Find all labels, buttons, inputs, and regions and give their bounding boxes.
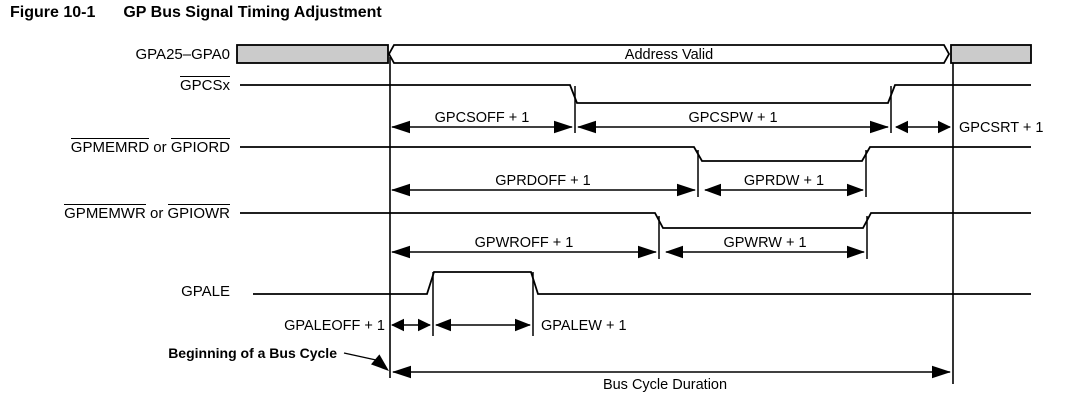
bus_cycle_duration-arrowhead-right [932, 365, 951, 379]
bus_cycle_duration-label: Bus Cycle Duration [603, 377, 727, 393]
address-bus-valid [387, 44, 951, 64]
signal-label-segment: GPALE [181, 283, 230, 300]
gprdoff-arrowhead-right [677, 183, 696, 197]
address-bus-invalid-right [950, 44, 1032, 64]
signal-label-address: GPA25–GPA0 [0, 45, 231, 65]
gpcspw-label: GPCSPW + 1 [688, 110, 777, 126]
signal-label-segment: or [149, 139, 171, 156]
gprdw-arrowhead-left [704, 183, 721, 197]
signal-label-segment: GPMEMRD [70, 138, 150, 156]
figure-caption: GP Bus Signal Timing Adjustment [123, 4, 382, 21]
gpwrw-arrowhead-right [847, 245, 865, 259]
gpwrw-arrowhead-left [665, 245, 683, 259]
signal-label-segment: GPCSx [179, 76, 230, 94]
gprdw-label: GPRDW + 1 [744, 173, 824, 189]
gpale-waveform [253, 271, 1031, 295]
gpcspw-arrowhead-right [870, 120, 889, 134]
gpcsoff-label: GPCSOFF + 1 [435, 110, 530, 126]
signal-label-read: GPMEMRD or GPIORD [0, 138, 230, 158]
figure-title: Figure 10-1 GP Bus Signal Timing Adjustm… [10, 4, 382, 22]
gpaleoff-arrowhead-right [418, 318, 431, 332]
gpcsrt-arrowhead-left [895, 120, 908, 134]
bus_cycle_duration-arrowhead-left [392, 365, 411, 379]
bus-cycle-start-label: Beginning of a Bus Cycle [168, 345, 337, 361]
signal-label-segment: GPIOWR [167, 204, 230, 222]
gprdoff-arrowhead-left [391, 183, 410, 197]
gpcsx-waveform [240, 84, 1031, 104]
gprdoff-label: GPRDOFF + 1 [495, 173, 590, 189]
gpmemwr-waveform [240, 212, 1031, 229]
signal-label-segment: GPA25–GPA0 [135, 46, 231, 63]
signal-label-gpale: GPALE [0, 282, 230, 302]
gpcsoff-arrowhead-right [554, 120, 573, 134]
gpcsoff-arrowhead-left [391, 120, 410, 134]
figure-number: Figure 10-1 [10, 4, 96, 21]
gpwrw-label: GPWRW + 1 [723, 235, 806, 251]
gprdw-arrowhead-right [847, 183, 864, 197]
gpalew-label: GPALEW + 1 [541, 318, 627, 334]
gpcspw-arrowhead-left [577, 120, 596, 134]
gpwroff-arrowhead-right [638, 245, 657, 259]
gpwroff-label: GPWROFF + 1 [475, 235, 574, 251]
address-bus-invalid-left [236, 44, 389, 64]
gpalew-arrowhead-right [515, 318, 531, 332]
bus-cycle-start-leader-arrowhead [371, 354, 389, 371]
signal-label-segment: or [145, 205, 168, 222]
gpwroff-arrowhead-left [391, 245, 410, 259]
gpaleoff-arrowhead-left [391, 318, 404, 332]
gpcsrt-arrowhead-right [938, 120, 951, 134]
bus-cycle-start-leader-line [343, 352, 377, 361]
signal-label-segment: GPIORD [170, 138, 230, 156]
gpcsrt-label: GPCSRT + 1 [959, 120, 1044, 136]
signal-label-gpcs: GPCSx [0, 76, 230, 96]
signal-label-segment: GPMEMWR [64, 204, 146, 222]
gpalew-arrowhead-left [435, 318, 451, 332]
signal-label-write: GPMEMWR or GPIOWR [0, 204, 230, 224]
gpaleoff-label: GPALEOFF + 1 [284, 318, 385, 334]
gpmemrd-waveform [240, 146, 1031, 162]
address-valid-label: Address Valid [625, 47, 713, 63]
